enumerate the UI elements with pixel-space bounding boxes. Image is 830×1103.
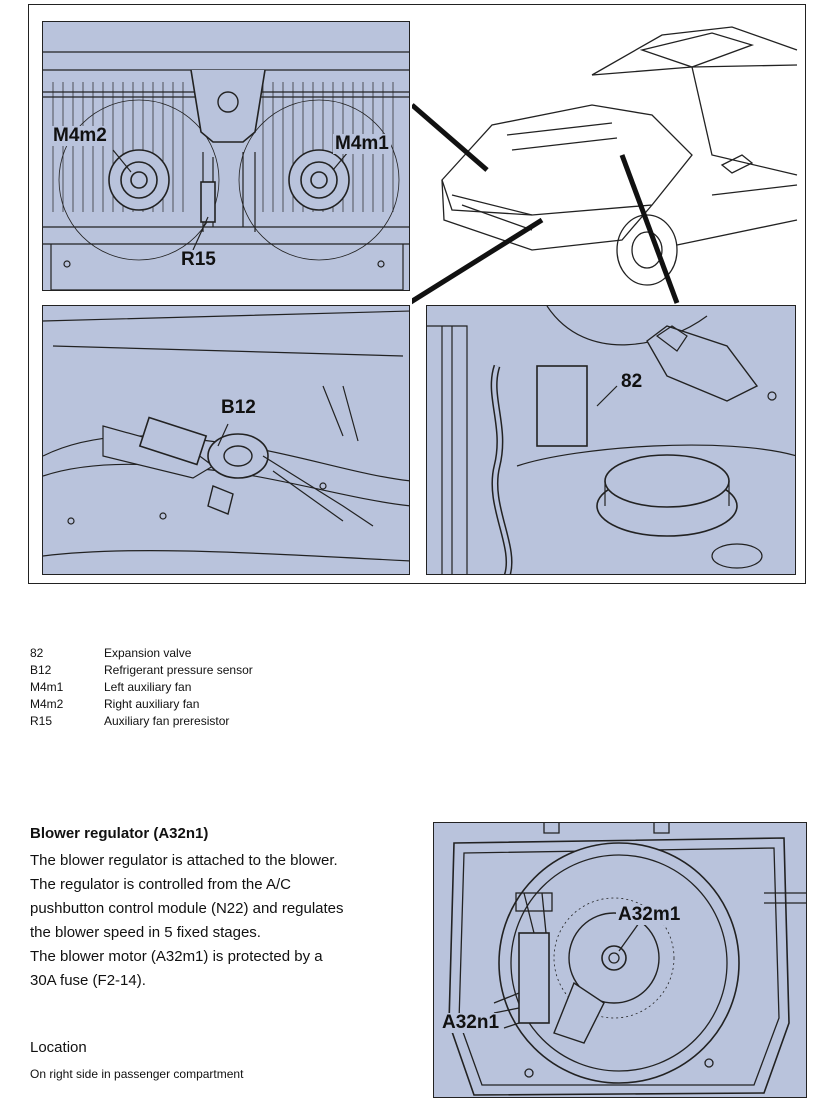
section-body: The blower regulator is attached to the … (30, 849, 410, 993)
legend-code: B12 (30, 663, 52, 677)
section-title: Blower regulator (A32n1) (30, 825, 209, 842)
body-line: pushbutton control module (N22) and regu… (30, 900, 344, 917)
legend-row: 82 Expansion valve (30, 645, 253, 662)
pressure-sensor-panel: B12 (42, 305, 410, 575)
body-line: The blower motor (A32m1) is protected by… (30, 948, 323, 965)
location-heading: Location (30, 1039, 87, 1056)
body-line: the blower speed in 5 fixed stages. (30, 924, 261, 941)
car-overview-drawing (412, 26, 798, 305)
fan-panel-drawing (43, 51, 409, 290)
legend-code: 82 (30, 646, 44, 660)
legend-row: M4m1 Left auxiliary fan (30, 679, 253, 696)
legend-label: Left auxiliary fan (104, 680, 192, 694)
body-line: The regulator is controlled from the A/C (30, 876, 291, 893)
legend-row: R15 Auxiliary fan preresistor (30, 713, 253, 730)
location-text: On right side in passenger compartment (30, 1067, 244, 1081)
legend-label: Auxiliary fan preresistor (104, 714, 230, 728)
blower-drawing (448, 823, 806, 1096)
pressure-sensor-drawing (43, 310, 409, 562)
legend-label: Expansion valve (104, 646, 192, 660)
callout-m4m2: M4m2 (51, 125, 109, 146)
callout-a32n1: A32n1 (440, 1012, 502, 1033)
expansion-valve-panel: 82 (426, 305, 796, 575)
legend: 82 Expansion valve B12 Refrigerant press… (30, 645, 253, 730)
callout-a32m1: A32m1 (616, 904, 683, 925)
legend-row: M4m2 Right auxiliary fan (30, 696, 253, 713)
legend-row: B12 Refrigerant pressure sensor (30, 662, 253, 679)
callout-b12: B12 (219, 397, 258, 418)
legend-code: R15 (30, 714, 53, 728)
callout-82: 82 (619, 371, 645, 392)
callout-m4m1: M4m1 (333, 133, 391, 154)
body-line: 30A fuse (F2-14). (30, 972, 146, 989)
legend-code: M4m2 (30, 697, 64, 711)
expansion-valve-drawing (427, 306, 795, 574)
legend-label: Refrigerant pressure sensor (104, 663, 253, 677)
top-figure-frame: M4m2 M4m1 R15 (28, 4, 806, 584)
legend-code: M4m1 (30, 680, 64, 694)
blower-panel: A32m1 A32n1 (433, 822, 807, 1098)
legend-label: Right auxiliary fan (104, 697, 200, 711)
fan-panel: M4m2 M4m1 R15 (42, 21, 410, 291)
body-line: The blower regulator is attached to the … (30, 852, 338, 869)
callout-r15: R15 (179, 249, 218, 270)
